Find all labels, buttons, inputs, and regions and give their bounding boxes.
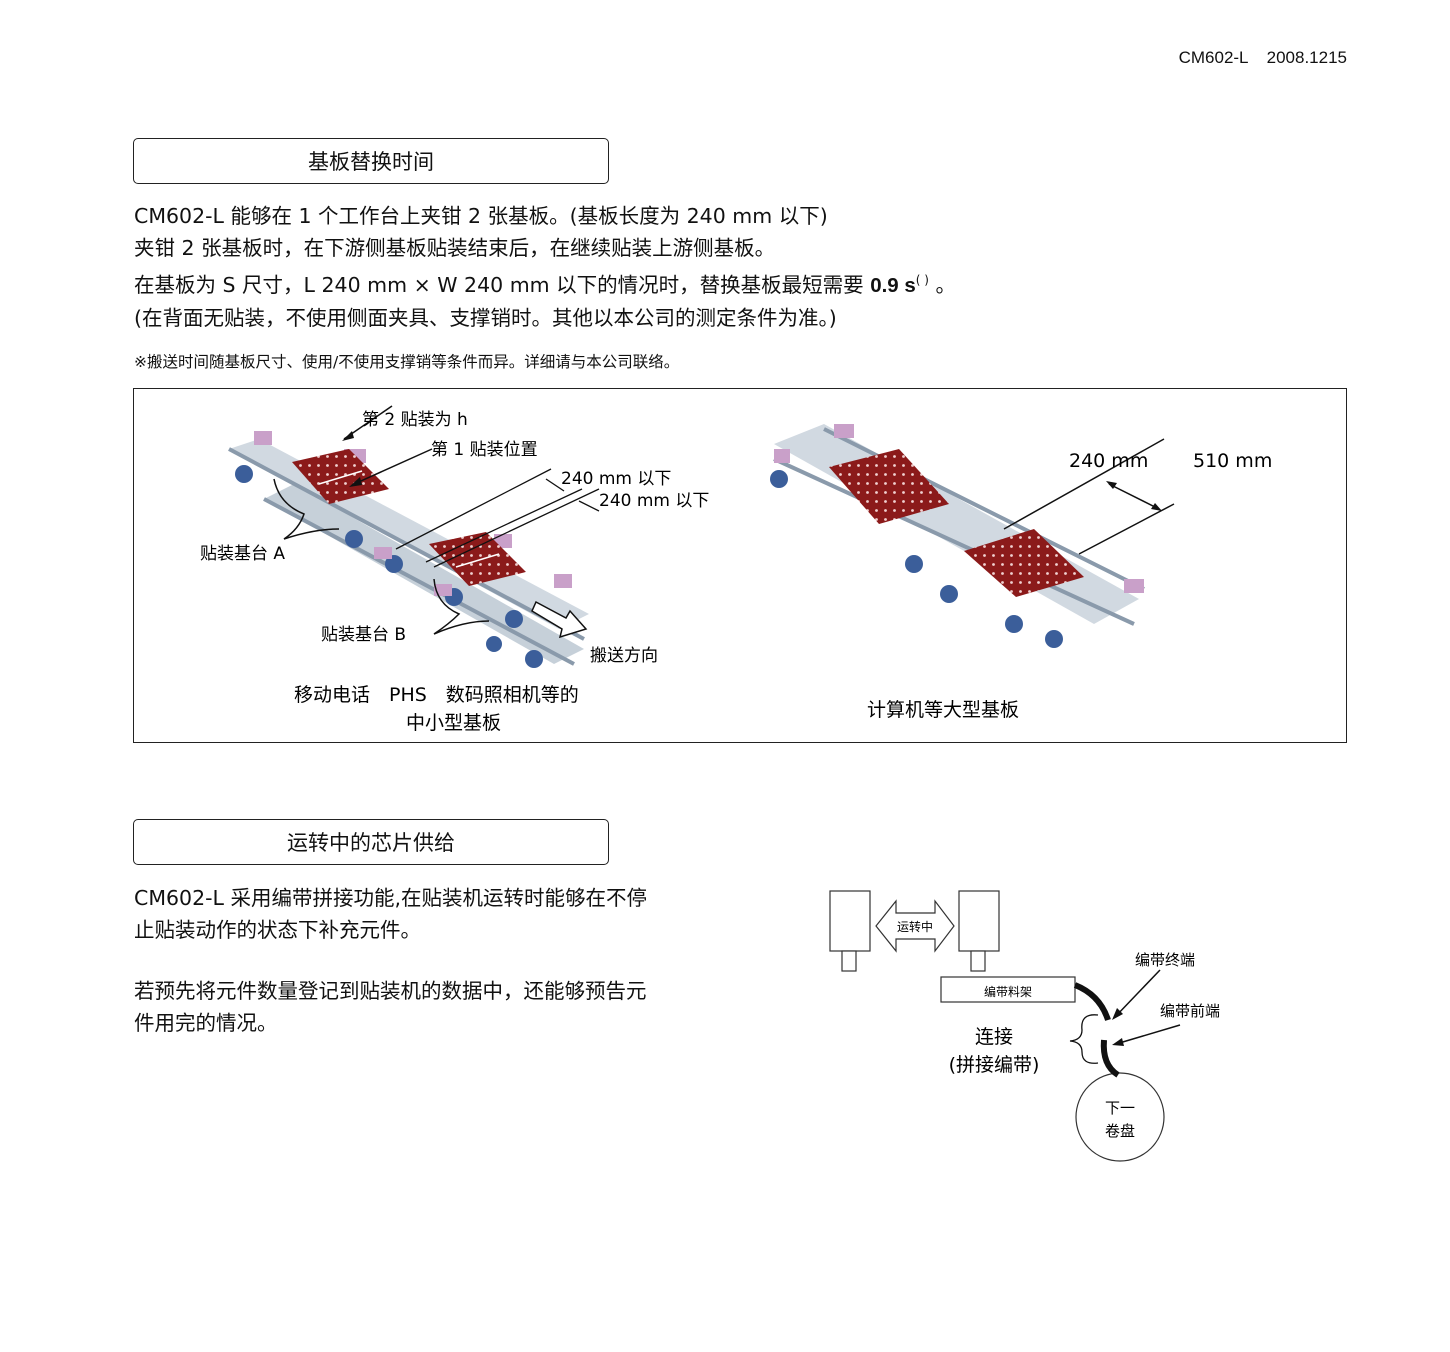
- footnote: ※搬送时间随基板尺寸、使用/不使用支撑销等条件而异。详细请与本公司联络。: [134, 353, 680, 371]
- next-reel-label: 下一: [1105, 1099, 1135, 1117]
- tape-front-label: 编带前端: [1160, 1002, 1220, 1020]
- splice-sub-label: (拼接编带): [949, 1054, 1040, 1076]
- mount-heads: [829, 890, 1165, 1162]
- tape-end-label: 编带终端: [1135, 951, 1195, 969]
- small-board-conveyor-image: [228, 405, 600, 668]
- section2-para2: 若预先将元件数量登记到贴装机的数据中，还能够预告元 件用完的情况。: [134, 979, 647, 1035]
- splicing-diagram: 运转中 编带料架 编带终端 编带前端 连接 (拼接编带) 下一 卷盘: [820, 880, 1250, 1180]
- page-header: CM602-L 2008.1215: [1178, 48, 1347, 67]
- next-reel-label-2: 卷盘: [1105, 1122, 1135, 1140]
- section-title-board-exchange: 基板替换时间: [133, 138, 609, 184]
- splice-label: 连接: [975, 1026, 1013, 1048]
- dim-label-2: 240 mm 以下: [599, 491, 709, 511]
- large-dim-240: 240 mm: [1069, 450, 1148, 472]
- caption-small-boards: 移动电话 PHS 数码照相机等的: [294, 684, 579, 706]
- large-dim-510: 510 mm: [1193, 450, 1272, 472]
- label-stage-b: 贴装基台 B: [321, 625, 406, 645]
- label-stage-a: 贴装基台 A: [200, 544, 285, 564]
- section1-body: CM602-L 能够在 1 个工作台上夹钳 2 张基板。(基板长度为 240 m…: [134, 204, 957, 330]
- feeder-label: 编带料架: [984, 984, 1032, 999]
- label-direction: 搬送方向: [590, 646, 658, 666]
- caption-large-boards: 计算机等大型基板: [867, 699, 1019, 721]
- caption-small-boards-2: 中小型基板: [406, 712, 501, 734]
- label-first-mount: 第 1 贴装位置: [431, 440, 538, 460]
- large-board-conveyor-image: [770, 424, 1175, 648]
- board-figure: 第 2 贴装为 h 第 1 贴装位置 240 mm 以下 240 mm 以下 贴…: [133, 388, 1347, 743]
- running-label: 运转中: [897, 919, 933, 934]
- section-title-chip-supply: 运转中的芯片供给: [133, 819, 609, 865]
- label-second-mount: 第 2 贴装为 h: [362, 410, 468, 430]
- dim-label-1: 240 mm 以下: [561, 469, 671, 489]
- section2-para1: CM602-L 采用编带拼接功能,在贴装机运转时能够在不停 止贴装动作的状态下补…: [134, 886, 647, 942]
